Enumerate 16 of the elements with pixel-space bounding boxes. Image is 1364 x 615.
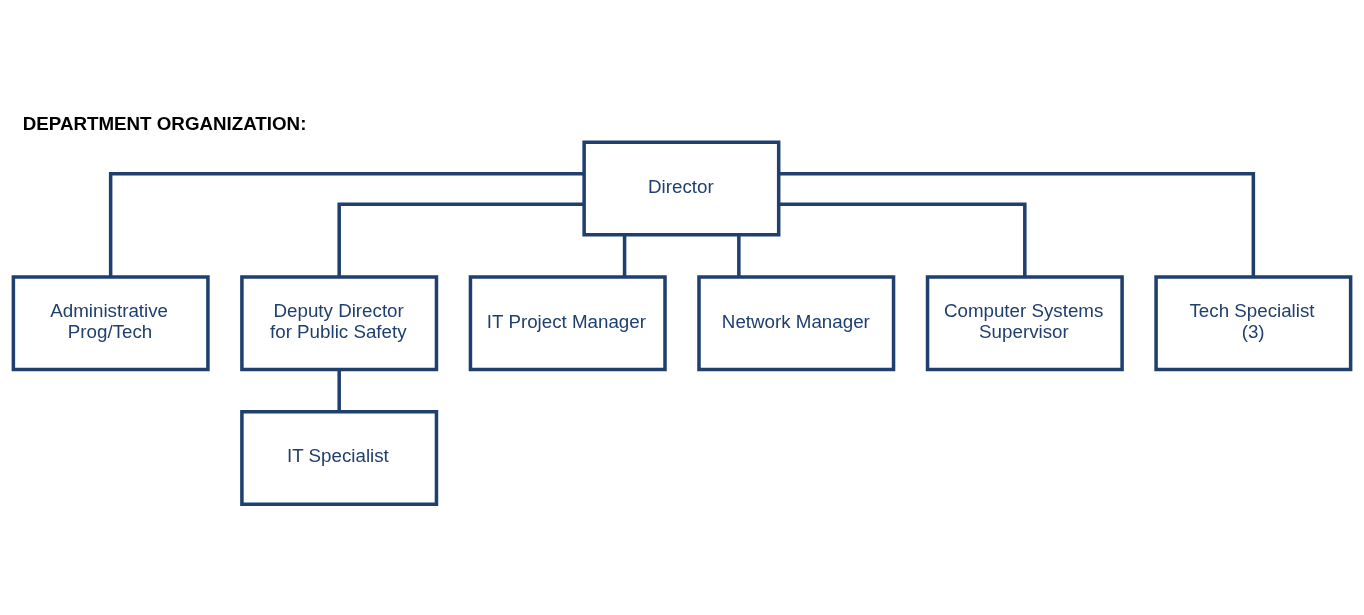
node-box: Director — [582, 139, 781, 236]
connector — [737, 234, 741, 277]
connector — [337, 202, 584, 277]
connector — [108, 171, 584, 277]
connector — [622, 234, 627, 277]
node-box: Tech Specialist (3) — [1154, 274, 1353, 371]
connector — [778, 171, 1256, 277]
diagram-title: DEPARTMENT ORGANIZATION: — [22, 112, 307, 134]
node-box: Computer Systems Supervisor — [925, 274, 1124, 371]
node-box: Network Manager — [697, 274, 896, 371]
node-box: IT Project Manager — [468, 274, 667, 371]
connector — [337, 369, 341, 412]
node-box: IT Specialist — [240, 409, 439, 506]
node-box: Deputy Director for Public Safety — [240, 274, 439, 371]
node-box: Administrative Prog/Tech — [11, 274, 210, 371]
connector — [778, 202, 1027, 277]
